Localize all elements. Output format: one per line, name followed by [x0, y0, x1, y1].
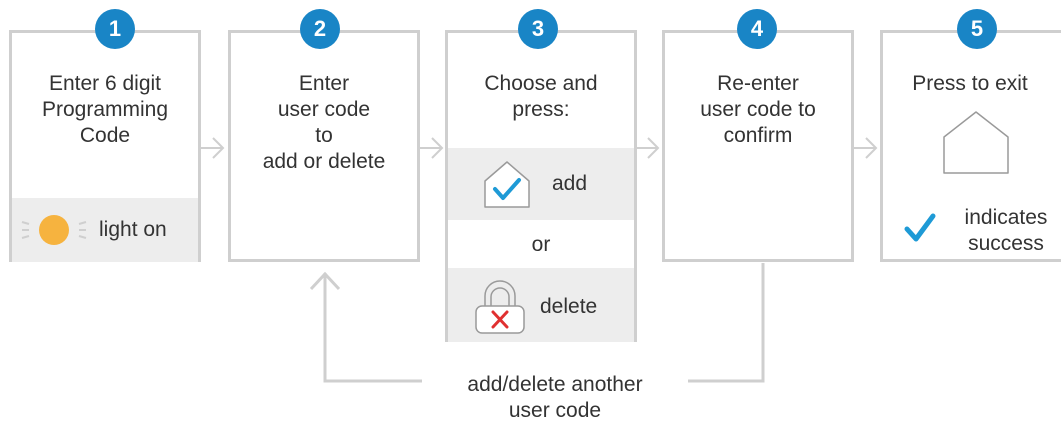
success-text: indicates success [951, 205, 1061, 257]
loop-label: add/delete another user code [420, 372, 690, 424]
success-line-2: success [968, 232, 1044, 255]
step-1-line-2: Programming [41, 98, 169, 121]
step-2-line-2: user code [277, 98, 371, 121]
success-line-1: indicates [964, 206, 1048, 229]
option-add-panel: add [448, 148, 634, 220]
step-3-line-2: press: [512, 98, 570, 121]
option-or-label: or [531, 233, 551, 256]
option-add-label: add [552, 172, 588, 195]
light-on-label: light on [99, 218, 167, 241]
house-check-icon [484, 161, 530, 208]
option-delete-label: delete [540, 295, 598, 318]
step-5-box: Press to exit indicates success [880, 30, 1061, 262]
step-4-text: Re-enter user code to confirm [665, 71, 851, 149]
lock-x-icon [475, 280, 525, 334]
step-5-line-1: Press to exit [912, 72, 1028, 95]
light-icon [21, 215, 87, 245]
option-delete-panel: delete [448, 268, 634, 342]
step-3-badge: 3 [518, 9, 558, 49]
step-2-box: Enter user code to add or delete [228, 30, 420, 262]
checkmark-icon [904, 213, 936, 242]
loop-label-line-2: user code [508, 399, 602, 422]
step-5-text: Press to exit [883, 71, 1057, 97]
loop-label-line-1: add/delete another [467, 373, 643, 396]
step-4-line-2: user code to [700, 98, 816, 121]
step-4-line-3: confirm [723, 124, 793, 147]
step-1-box: Enter 6 digit Programming Code light on [9, 30, 201, 262]
arrow-4-5 [854, 137, 878, 159]
step-3-text: Choose and press: [448, 71, 634, 123]
step-4-line-1: Re-enter [717, 72, 799, 95]
step-4-box: Re-enter user code to confirm [662, 30, 854, 262]
step-1-badge: 1 [95, 9, 135, 49]
arrow-3-4 [636, 137, 660, 159]
step-1-text: Enter 6 digit Programming Code [12, 71, 198, 149]
step-2-text: Enter user code to add or delete [231, 71, 417, 175]
step-4-badge: 4 [737, 9, 777, 49]
arrow-1-2 [201, 137, 225, 159]
step-3-line-1: Choose and [484, 72, 598, 95]
step-1-line-3: Code [79, 124, 131, 147]
step-2-line-3: to [315, 124, 333, 147]
step-1-line-1: Enter 6 digit [48, 72, 162, 95]
step-2-line-1: Enter [298, 72, 350, 95]
step-2-line-4: add or delete [262, 150, 386, 173]
arrow-2-3 [420, 137, 444, 159]
step-5-badge: 5 [957, 9, 997, 49]
step-1-indicator-panel: light on [12, 198, 198, 262]
step-2-badge: 2 [300, 9, 340, 49]
step-3-box: Choose and press: add or delete [445, 30, 637, 342]
house-icon [943, 111, 1009, 174]
